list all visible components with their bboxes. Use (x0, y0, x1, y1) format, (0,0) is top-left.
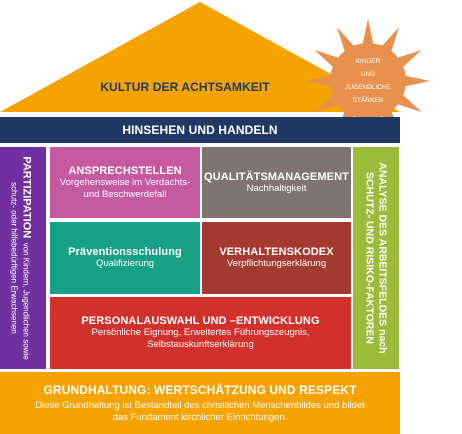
praevention-line-1: Qualifizierung (95, 258, 155, 269)
partizipation-pillar: PARTIZIPATION von Kindern, Jugendlichen … (0, 147, 46, 369)
sun-ray (395, 50, 422, 69)
sun-ray (380, 27, 399, 54)
grundhaltung-line-2: das Fundament kirchlicher Einrichtungen. (112, 411, 288, 423)
ansprechstellen-line-1: Vorgehensweise im Verdachts- (59, 176, 191, 188)
sun-ray (395, 93, 422, 112)
personal-title: PERSONALAUSWAHL UND –ENTWICKLUNG (81, 315, 320, 327)
sun-ray (403, 75, 430, 87)
sun-disc (330, 43, 406, 119)
qualitaet-box: QUALITÄTSMANAGEMENT Nachhaltigkeit (202, 147, 351, 218)
sun-line-4: STÄRKEN (352, 97, 384, 104)
ansprechstellen-title: ANSPRECHSTELLEN (68, 164, 182, 177)
sun-line-2: UND (360, 71, 376, 78)
sun-line-1: KINDER (355, 58, 381, 65)
hinsehen-bar: HINSEHEN UND HANDELN (0, 117, 400, 143)
roof (0, 2, 400, 112)
sun-ray (362, 19, 374, 46)
grundhaltung-title: GRUNDHALTUNG: WERTSCHÄTZUNG UND RESPEKT (43, 382, 357, 397)
sun-ray (314, 93, 341, 112)
grundhaltung-foundation: GRUNDHALTUNG: WERTSCHÄTZUNG UND RESPEKT … (0, 372, 400, 434)
personal-box: PERSONALAUSWAHL UND –ENTWICKLUNG Persönl… (50, 297, 351, 369)
sun-ray (314, 50, 341, 69)
sun-ray (306, 75, 333, 87)
partizipation-text-a: von Kindern, Jugendlichen sowie (22, 242, 31, 360)
partizipation-title: PARTIZIPATION (21, 156, 33, 239)
sun-text: KINDER UND JUGENDLICHE STÄRKEN (330, 43, 406, 119)
sun-rays (306, 19, 430, 143)
analyse-line-2: SCHUTZ- UND RISIKO-FAKTOREN (364, 172, 376, 344)
ansprechstellen-box: ANSPRECHSTELLEN Vorgehensweise im Verdac… (50, 147, 200, 218)
praevention-box: Präventionsschulung Qualifizierung (50, 222, 200, 294)
qualitaet-line-1: Nachhaltigkeit (246, 182, 307, 194)
kultur-label: KULTUR DER ACHTSAMKEIT (60, 76, 310, 98)
hinsehen-title: HINSEHEN UND HANDELN (122, 123, 278, 137)
sun-line-3: JUGENDLICHE (345, 84, 391, 91)
praevention-title: Präventionsschulung (68, 246, 182, 258)
sun-ray (337, 27, 356, 54)
grundhaltung-line-1: Diese Grundhaltung ist Bestandteil des c… (35, 399, 365, 411)
verhaltenskodex-title: VERHALTENSKODEX (219, 246, 334, 258)
analyse-pillar: ANALYSE DES ARBEITSFELDES nach SCHUTZ- U… (353, 147, 399, 369)
verhaltenskodex-box: VERHALTENSKODEX Verpflichtungserklärung (202, 222, 351, 294)
ansprechstellen-line-2: und Beschwerdefall (83, 188, 167, 200)
qualitaet-title: QUALITÄTSMANAGEMENT (204, 170, 349, 183)
personal-line-1: Persönliche Eignung, Erweitertes Führung… (91, 327, 310, 338)
verhaltenskodex-line-1: Verpflichtungserklärung (226, 258, 327, 269)
partizipation-text-b: schutz- oder hilfebedürftigen Erwachsene… (10, 182, 19, 334)
kultur-title: KULTUR DER ACHTSAMKEIT (100, 80, 270, 94)
personal-line-2: Selbstauskunftserklärung (147, 339, 254, 350)
analyse-line-1: ANALYSE DES ARBEITSFELDES nach (377, 162, 389, 354)
